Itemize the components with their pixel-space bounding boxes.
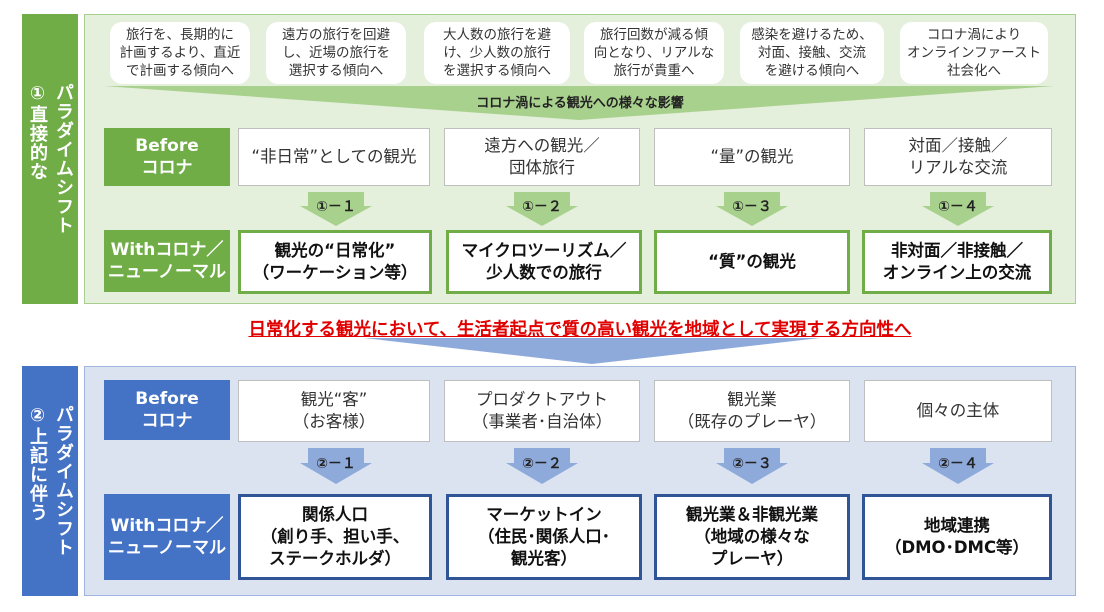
before-corona-label: Before コロナ	[104, 128, 230, 186]
before-box-1: “非日常”としての観光	[238, 128, 430, 186]
after-box-2-3: 観光業＆非観光業 （地域の様々な プレーヤ）	[654, 494, 850, 580]
impact-text: 旅行を、長期的に 計画するより、直近 で計画する傾向へ	[119, 27, 241, 79]
impact-text: 感染を避けるため、 対面、接触、交流 を避ける傾向へ	[751, 27, 873, 79]
impact-box-1: 旅行を、長期的に 計画するより、直近 で計画する傾向へ	[110, 22, 250, 84]
before-box-2: 遠方への観光／ 団体旅行	[444, 128, 640, 186]
before-box-2-2: プロダクトアウト （事業者･自治体）	[444, 380, 640, 442]
conclusion-arrow-icon	[364, 338, 820, 364]
with-corona-label: Withコロナ／ ニューノーマル	[104, 230, 230, 292]
after-box-2: マイクロツーリズム／ 少人数での旅行	[446, 230, 642, 294]
down-arrow-icon	[716, 192, 788, 226]
down-arrow-icon	[506, 448, 578, 484]
impact-text: 遠方の旅行を回避 し、近場の旅行を 選択する傾向へ	[282, 27, 390, 79]
step-number-2-2: ②－２	[522, 456, 562, 472]
impact-box-2: 遠方の旅行を回避 し、近場の旅行を 選択する傾向へ	[266, 22, 406, 84]
down-arrow-icon	[300, 448, 372, 484]
down-arrow-icon	[922, 448, 994, 484]
step-number-2-1: ②－１	[316, 456, 356, 472]
step-number-2-3: ②－３	[732, 456, 772, 472]
with-corona-label-2: Withコロナ／ ニューノーマル	[104, 494, 230, 580]
section1-side-label: パラダイムシフト ①直接的な	[22, 14, 78, 304]
before-box-4: 対面／接触／ リアルな交流	[864, 128, 1052, 186]
after-box-2-4: 地域連携 （DMO･DMC等）	[862, 494, 1052, 580]
after-box-2-1: 関係人口 （創り手、担い手、 ステークホルダ）	[238, 494, 432, 580]
before-box-2-3: 観光業 （既存のプレーヤ）	[654, 380, 850, 442]
step-number-1-2: ①－２	[522, 199, 562, 215]
down-arrow-icon	[506, 192, 578, 226]
before-box-2-4: 個々の主体	[864, 380, 1052, 442]
impact-box-5: 感染を避けるため、 対面、接触、交流 を避ける傾向へ	[740, 22, 884, 84]
step-number-1-4: ①－４	[938, 199, 978, 215]
impact-box-3: 大人数の旅行を避 け、少人数の旅行 を選択する傾向へ	[424, 22, 570, 84]
step-number-2-4: ②－４	[938, 456, 978, 472]
impact-banner-shape	[104, 86, 1054, 120]
impact-box-4: 旅行回数が減る傾 向となり、リアルな 旅行が貴重へ	[584, 22, 724, 84]
before-box-3: “量”の観光	[654, 128, 850, 186]
down-arrow-icon	[922, 192, 994, 226]
before-corona-label-2: Before コロナ	[104, 380, 230, 440]
impact-text: コロナ渦により オンラインファースト 社会化へ	[907, 27, 1041, 79]
impact-box-6: コロナ渦により オンラインファースト 社会化へ	[900, 22, 1048, 84]
after-box-2-2: マーケットイン （住民･関係人口･ 観光客）	[446, 494, 642, 580]
down-arrow-icon	[300, 192, 372, 226]
after-box-4: 非対面／非接触／ オンライン上の交流	[862, 230, 1052, 294]
section2-side-label: パラダイムシフト ②上記に伴う	[22, 366, 78, 596]
impact-banner-text: コロナ渦による観光への様々な影響	[476, 96, 684, 111]
down-arrow-icon	[716, 448, 788, 484]
before-box-2-1: 観光“客” （お客様）	[238, 380, 430, 442]
after-box-1: 観光の“日常化” （ワーケーション等）	[238, 230, 432, 294]
impact-text: 大人数の旅行を避 け、少人数の旅行 を選択する傾向へ	[443, 27, 551, 79]
after-box-3: “質”の観光	[654, 230, 850, 294]
step-number-1-1: ①－１	[316, 199, 356, 215]
step-number-1-3: ①－３	[732, 199, 772, 215]
impact-text: 旅行回数が減る傾 向となり、リアルな 旅行が貴重へ	[593, 27, 715, 79]
conclusion-text: 日常化する観光において、生活者起点で質の高い観光を地域として実現する方向性へ	[248, 320, 912, 340]
